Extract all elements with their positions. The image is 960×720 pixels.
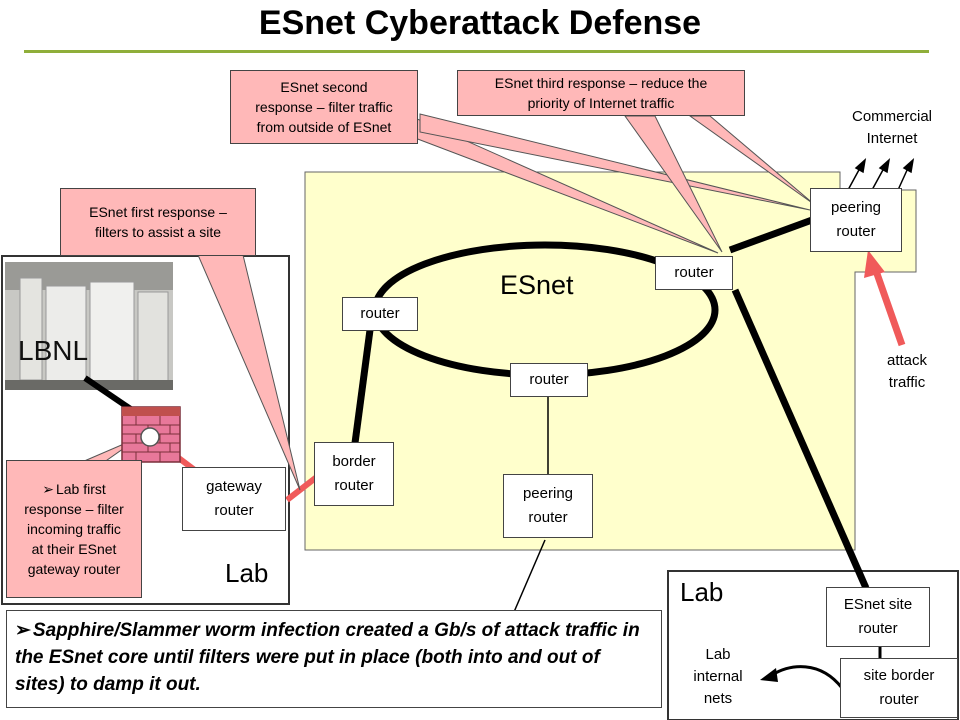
commercial-internet-label: Commercial Internet <box>851 108 932 147</box>
router-left: router <box>342 297 418 331</box>
lab-left-title: Lab <box>225 558 269 588</box>
callout-esnet-second-response: ESnet second response – filter traffic f… <box>230 70 418 144</box>
link-peering-note <box>513 539 546 613</box>
callout-third-pointer-a <box>624 115 723 253</box>
esnet-site-router: ESnet site router <box>826 587 930 647</box>
callout-second-pointer-b <box>419 113 811 211</box>
esnet-region <box>304 171 917 551</box>
peering-router-bottom: peering router <box>503 474 593 538</box>
arrow-bullet-icon: ➢ <box>15 620 31 641</box>
lab-right-title: Lab <box>680 577 724 607</box>
link-router-site <box>731 288 870 590</box>
worm-infection-note-text: Sapphire/Slammer worm infection created … <box>15 620 640 695</box>
lbnl-server-photo <box>5 262 173 390</box>
border-router: border router <box>314 442 394 506</box>
site-border-router: site border router <box>840 658 958 718</box>
lab-internal-nets-label: Lab internal nets <box>693 646 743 707</box>
link-router-peering-top <box>728 216 814 254</box>
arrow-bullet-icon: ➢ <box>42 481 54 497</box>
page-title: ESnet Cyberattack Defense <box>258 4 702 42</box>
callout-third-pointer-b <box>688 115 816 206</box>
callout-lab-first-response-text: Lab first response – filter incoming tra… <box>24 481 124 577</box>
callout-esnet-third-response: ESnet third response – reduce the priori… <box>457 70 745 116</box>
gateway-router: gateway router <box>182 467 286 531</box>
callout-esnet-first-response: ESnet first response – filters to assist… <box>60 188 256 256</box>
router-top-right: router <box>655 256 733 290</box>
commercial-internet-arrows <box>847 158 915 191</box>
peering-router-top: peering router <box>810 188 902 252</box>
worm-infection-note: ➢Sapphire/Slammer worm infection created… <box>6 610 662 708</box>
lbnl-label: LBNL <box>18 335 89 366</box>
brick-firewall-icon <box>121 406 181 463</box>
attack-traffic-label: attack traffic <box>886 352 928 391</box>
esnet-region-title: ESnet <box>500 270 574 300</box>
title-divider <box>24 50 929 53</box>
link-gateway-border <box>285 473 320 503</box>
attack-traffic-arrow <box>864 250 906 347</box>
link-router-border <box>351 329 374 444</box>
lab-internal-nets-arrow <box>760 665 844 689</box>
router-bottom: router <box>510 363 588 397</box>
callout-lab-first-response: ➢Lab first response – filter incoming tr… <box>6 460 142 598</box>
